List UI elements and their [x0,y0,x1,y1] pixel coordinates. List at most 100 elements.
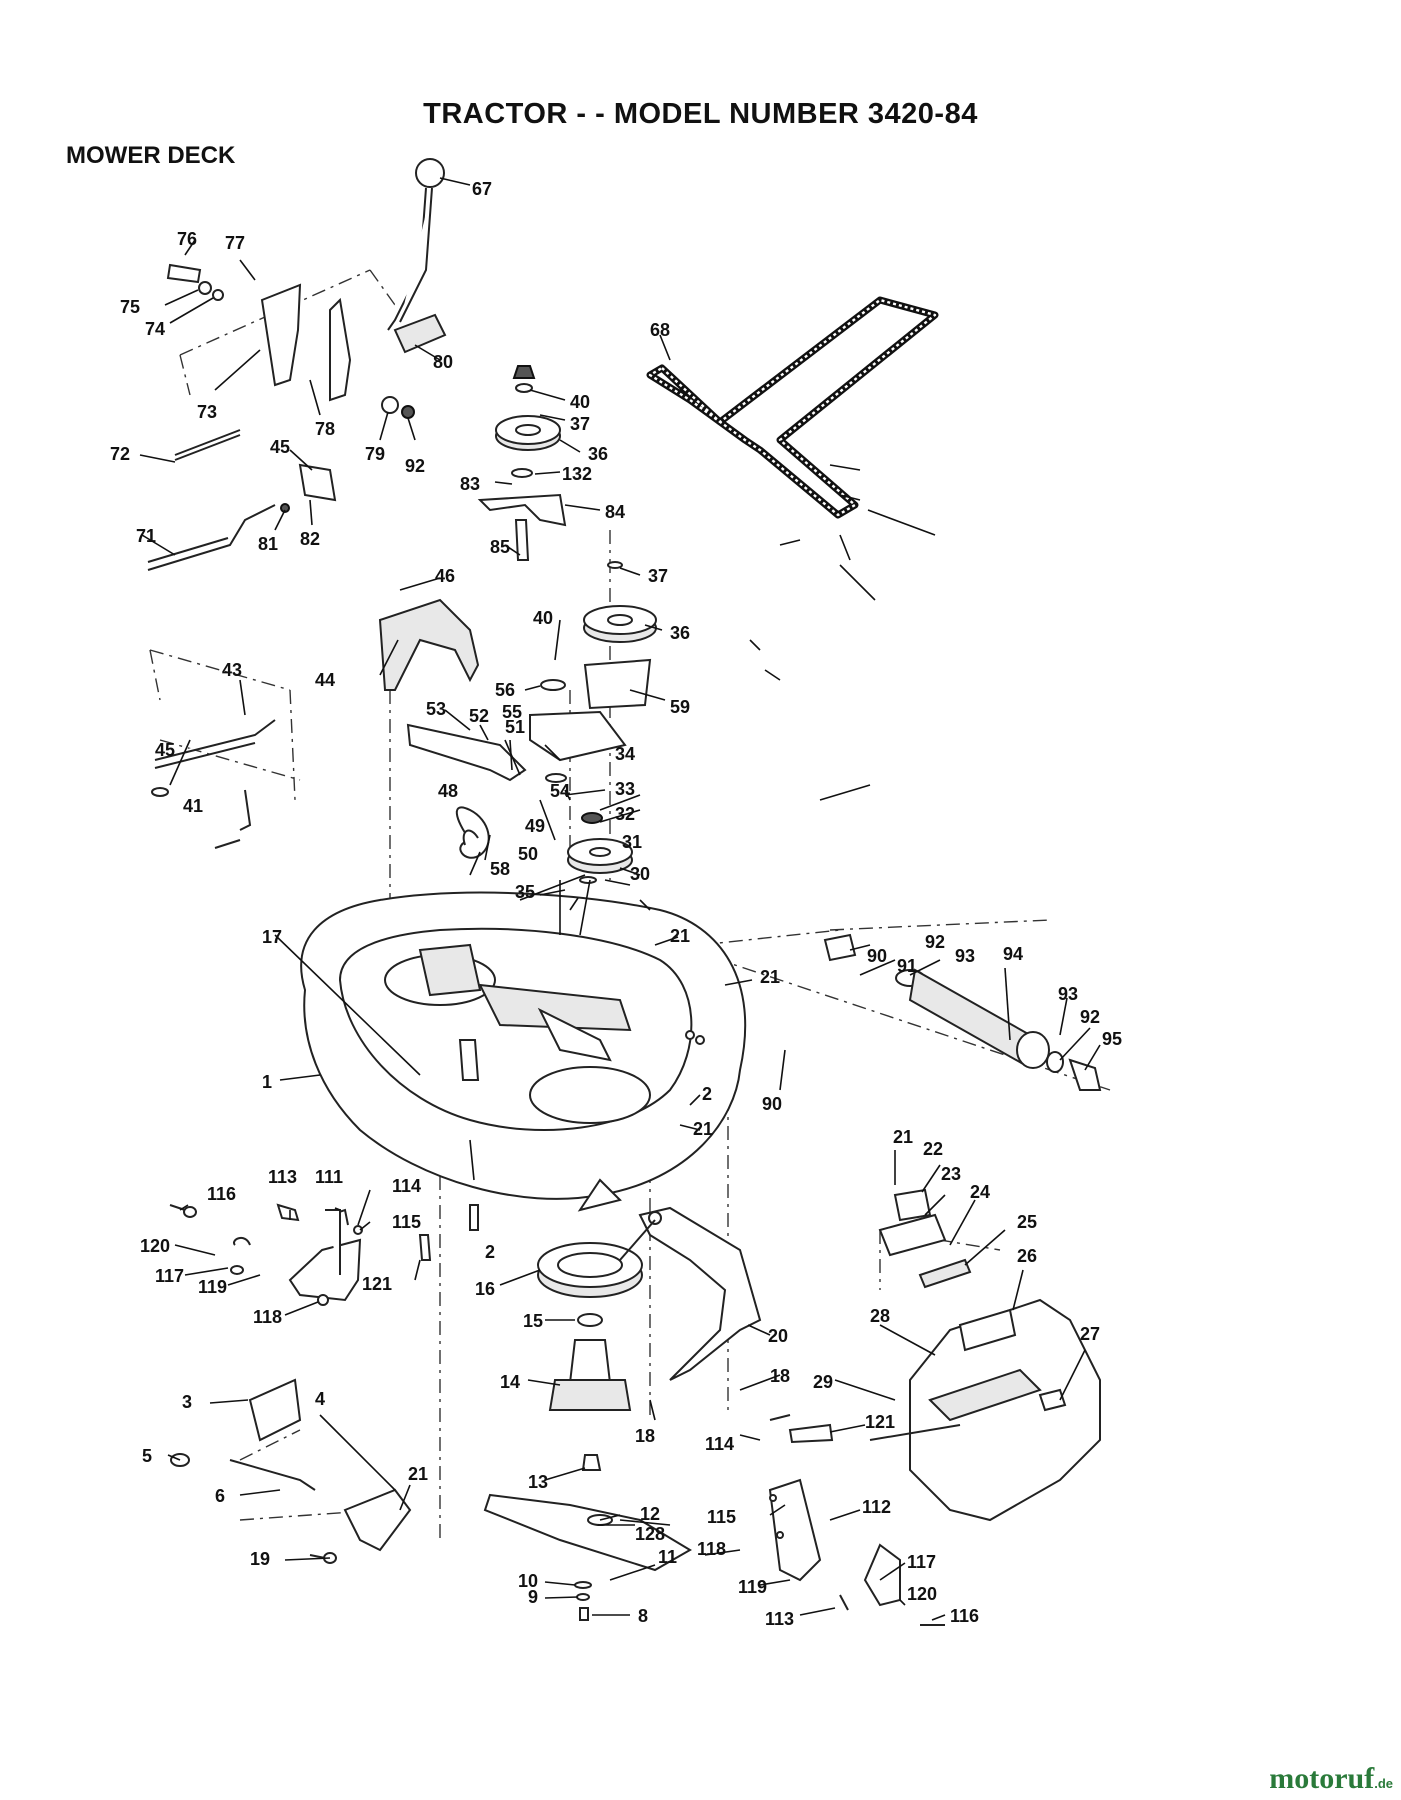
callout-label: 3 [182,1392,192,1412]
callout-label: 67 [472,179,492,199]
stabilizer-arm [619,1206,762,1381]
callout-label: 81 [258,534,278,554]
mower-deck-body [300,891,747,1212]
callout-label: 52 [469,706,489,726]
callout-label: 83 [460,474,480,494]
callout-label: 68 [650,320,670,340]
callout-label: 13 [528,1472,548,1492]
callout-label: 40 [570,392,590,412]
callout-label: 55 [502,702,522,722]
callout-label: 93 [955,946,975,966]
callout-label: 77 [225,233,245,253]
callout-label: 21 [693,1119,713,1139]
callout-label: 36 [588,444,608,464]
callout-label: 21 [760,967,780,987]
callout-label: 119 [738,1577,767,1597]
callout-label: 19 [250,1549,270,1569]
callout-label: 128 [635,1524,665,1544]
callout-label: 34 [615,744,635,764]
callout-label: 115 [392,1212,421,1232]
callout-label: 21 [670,926,690,946]
blade-spindle-assembly [483,1242,692,1621]
callout-label: 6 [215,1486,225,1506]
callout-label: 25 [1017,1212,1037,1232]
callout-label: 84 [605,502,625,522]
callout-label: 74 [145,319,165,339]
callout-label: 73 [197,402,217,422]
callout-label: 24 [970,1182,990,1202]
callout-label: 120 [140,1236,170,1256]
callout-label: 116 [207,1184,236,1204]
callout-label: 92 [405,456,425,476]
callout-label: 20 [768,1326,788,1346]
callout-label: 9 [528,1587,538,1607]
callout-label: 116 [950,1606,979,1626]
callout-label: 26 [1017,1246,1037,1266]
callout-label: 33 [615,779,635,799]
callout-label: 1 [262,1072,272,1092]
callout-label: 59 [670,697,690,717]
callout-label: 10 [518,1571,538,1591]
callout-label: 80 [433,352,453,372]
callout-label: 35 [515,882,535,902]
callout-label: 45 [270,437,290,457]
callout-label: 21 [408,1464,428,1484]
callout-label: 75 [120,297,140,317]
callout-label: 112 [862,1497,891,1517]
callout-label: 23 [941,1164,961,1184]
callout-label: 56 [495,680,515,700]
gauge-roller-assembly [823,933,1102,1091]
front-hitch-assembly [170,1378,945,1626]
callout-label: 95 [1102,1029,1122,1049]
callout-label: 36 [670,623,690,643]
callout-label: 2 [485,1242,495,1262]
callout-label: 8 [638,1606,648,1626]
callout-label: 90 [867,946,887,966]
callout-label: 92 [1080,1007,1100,1027]
callout-label: 17 [262,927,282,947]
callout-label: 43 [222,660,242,680]
callout-labels: 67 76 77 75 74 80 73 78 79 92 72 45 81 8… [110,179,1122,1629]
callout-label: 40 [533,608,553,628]
callout-label: 27 [1080,1324,1100,1344]
callout-label: 114 [705,1434,734,1454]
callout-label: 14 [500,1372,520,1392]
callout-label: 48 [438,781,458,801]
callout-label: 22 [923,1139,943,1159]
discharge-chute [869,1298,1101,1522]
callout-label: 37 [648,566,668,586]
callout-label: 71 [136,526,156,546]
callout-label: 54 [550,781,570,801]
callout-label: 90 [762,1094,782,1114]
callout-label: 28 [870,1306,890,1326]
drive-belt [646,296,939,519]
callout-label: 11 [658,1547,677,1567]
callout-label: 79 [365,444,385,464]
leader-lines [139,177,1101,1621]
callout-label: 45 [155,740,175,760]
front-bracket-right [769,1188,1018,1444]
callout-label: 51 [505,717,525,737]
callout-label: 18 [770,1366,790,1386]
callout-label: 4 [315,1389,325,1409]
callout-label: 82 [300,529,320,549]
callout-label: 50 [518,844,538,864]
callout-label: 72 [110,444,130,464]
callout-label: 117 [907,1552,936,1572]
callout-label: 21 [893,1127,913,1147]
callout-label: 18 [635,1426,655,1446]
front-bracket-left [169,1203,479,1306]
callout-label: 111 [315,1167,343,1187]
watermark-brand: motoruf [1269,1762,1375,1795]
callout-label: 76 [177,229,197,249]
watermark-tld: .de [1374,1776,1393,1791]
callout-label: 91 [897,956,917,976]
callout-label: 53 [426,699,446,719]
callout-label: 30 [630,864,650,884]
callout-label: 118 [697,1539,726,1559]
callout-label: 114 [392,1176,421,1196]
callout-label: 46 [435,566,455,586]
callout-label: 93 [1058,984,1078,1004]
callout-label: 16 [475,1279,495,1299]
